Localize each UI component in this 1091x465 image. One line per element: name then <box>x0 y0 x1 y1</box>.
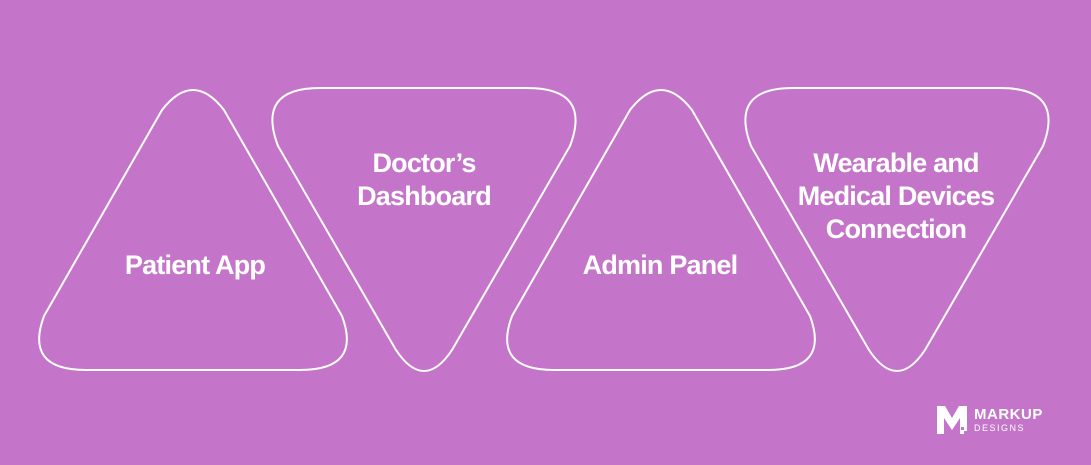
triangle-shape-wearable-devices <box>744 87 1050 372</box>
triangle-shape-patient-app <box>38 89 348 371</box>
triangle-shape-admin-panel <box>506 89 816 371</box>
markup-designs-logo: MARKUP DESIGNS <box>934 402 1043 438</box>
logo-name: MARKUP <box>974 406 1043 423</box>
label-patient-app: Patient App <box>124 250 266 280</box>
label-doctors-dashboard: Doctor’s Dashboard <box>357 148 492 211</box>
triangle-shape-doctors-dashboard <box>271 87 577 372</box>
markup-m-logo-icon <box>937 406 967 434</box>
label-admin-panel: Admin Panel <box>582 250 739 280</box>
label-wearable-devices: Wearable and Medical Devices Connection <box>797 148 995 244</box>
logo-subtitle: DESIGNS <box>974 423 1026 433</box>
